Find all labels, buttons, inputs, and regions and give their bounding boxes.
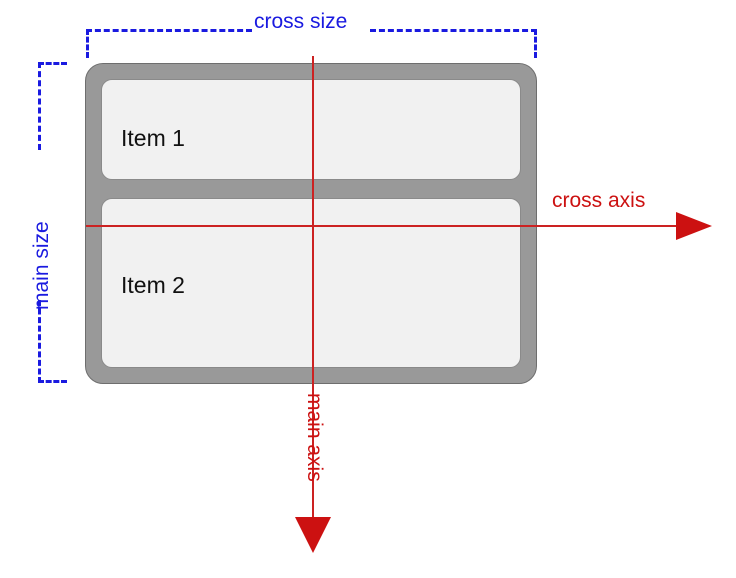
flex-item-1: Item 1 <box>101 79 521 180</box>
main-size-bracket-top-segment <box>38 62 41 150</box>
main-size-bracket-top-tick <box>38 62 67 65</box>
flex-container: Item 1 Item 2 <box>85 63 537 384</box>
cross-size-bracket-right-segment <box>370 29 537 32</box>
flex-item-2: Item 2 <box>101 198 521 368</box>
cross-axis-line <box>86 225 684 227</box>
cross-axis-label: cross axis <box>552 189 646 212</box>
cross-size-label: cross size <box>254 10 348 33</box>
main-axis-line <box>312 56 314 526</box>
main-size-label: main size <box>30 221 53 310</box>
cross-axis-arrowhead-icon <box>676 212 712 240</box>
flex-item-2-label: Item 2 <box>121 272 185 298</box>
flex-item-1-label: Item 1 <box>121 125 185 151</box>
cross-size-bracket-left-tick <box>86 29 89 58</box>
cross-size-bracket-right-tick <box>534 29 537 58</box>
main-size-bracket-bottom-tick <box>38 380 67 383</box>
main-axis-arrowhead-icon <box>295 517 331 553</box>
main-axis-label: main axis <box>303 393 326 482</box>
main-size-bracket-bottom-segment <box>38 300 41 383</box>
cross-size-bracket-left-segment <box>86 29 252 32</box>
